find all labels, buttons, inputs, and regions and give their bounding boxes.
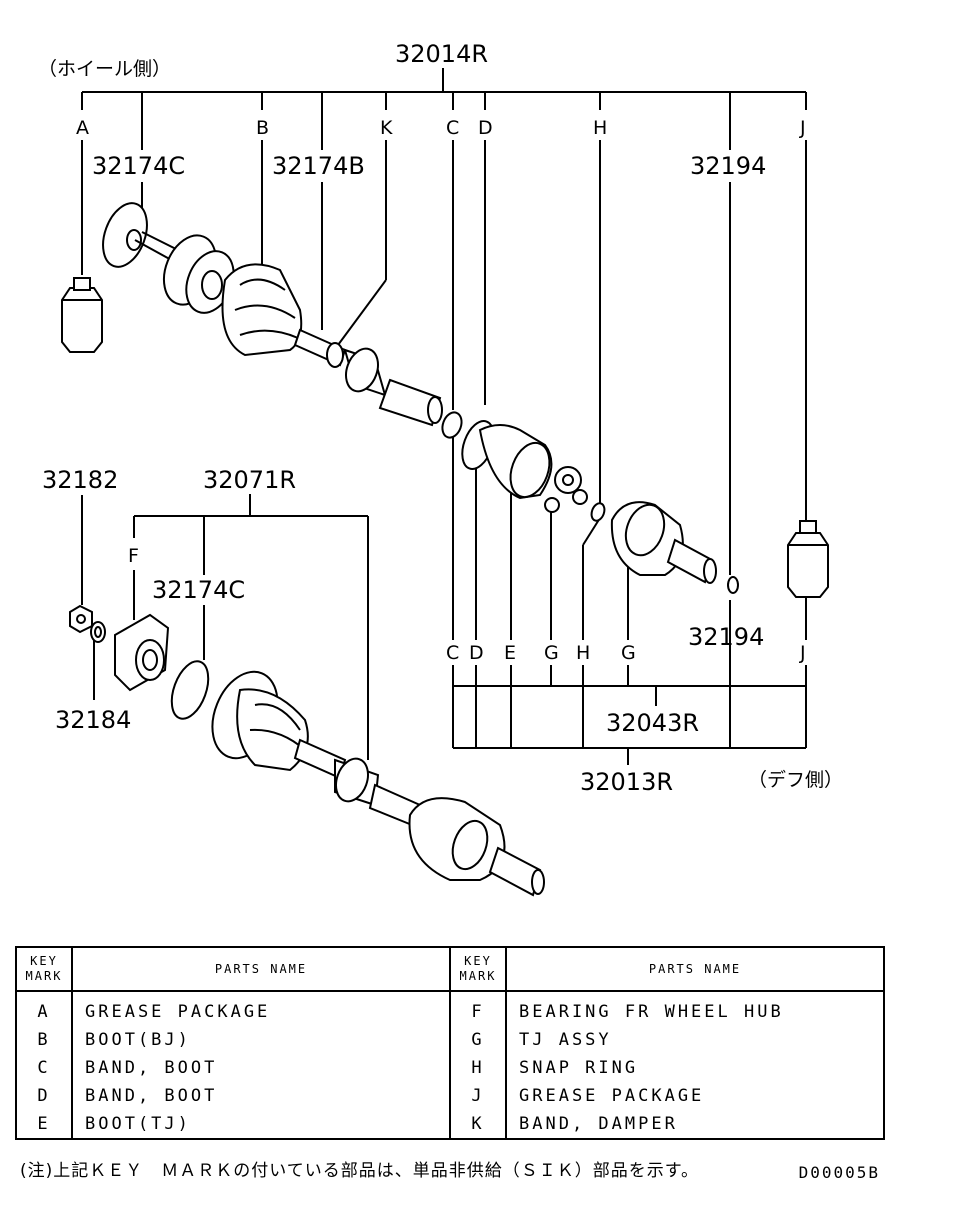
label-32182: 32182	[42, 466, 118, 494]
label-wheel-side: （ホイール側）	[38, 58, 171, 80]
label-32184: 32184	[55, 706, 131, 734]
key-label-D-lower: D	[469, 642, 484, 664]
key-cell: C	[37, 1058, 51, 1078]
key-label-H-lower: H	[576, 642, 590, 664]
key-label-C: C	[446, 117, 459, 139]
key-cell: D	[37, 1086, 51, 1106]
footnote: (注)上記ＫＥＹ ＭＡＲＫの付いている部品は、単品非供給（ＳＩＫ）部品を示す。	[20, 1161, 700, 1181]
key-label-F: F	[128, 545, 139, 567]
name-cell: GREASE PACKAGE	[71, 991, 450, 1026]
name-cell: SNAP RING	[505, 1054, 884, 1082]
name-cell: BAND, BOOT	[71, 1082, 450, 1110]
name-cell: BOOT(TJ)	[71, 1110, 450, 1139]
label-32174B: 32174B	[272, 152, 365, 180]
key-label-B: B	[256, 117, 269, 139]
name-cell: BAND, DAMPER	[505, 1110, 884, 1139]
table-row: A GREASE PACKAGE F BEARING FR WHEEL HUB	[16, 991, 884, 1026]
table-row: B BOOT(BJ) G TJ ASSY	[16, 1026, 884, 1054]
header-parts-name-right: PARTS NAME	[505, 947, 884, 992]
key-cell: K	[449, 1110, 506, 1139]
label-32013R: 32013R	[580, 768, 673, 796]
header-parts-name-left: PARTS NAME	[71, 947, 450, 992]
label-diff-side: （デフ側）	[748, 769, 843, 791]
parts-diagram: （ホイール側） 32014R A B K C D H J 32174C 3217…	[38, 40, 843, 897]
table-row: C BAND, BOOT H SNAP RING	[16, 1054, 884, 1082]
name-cell: GREASE PACKAGE	[505, 1082, 884, 1110]
key-label-G: G	[544, 642, 559, 664]
diagram-code: D00005B	[798, 1163, 880, 1182]
name-cell: BEARING FR WHEEL HUB	[505, 991, 884, 1026]
key-label-A: A	[76, 117, 89, 139]
label-32014R: 32014R	[395, 40, 488, 68]
key-cell: F	[449, 991, 506, 1026]
label-32194: 32194	[690, 152, 766, 180]
key-cell: E	[37, 1114, 51, 1134]
table-row: D BAND, BOOT J GREASE PACKAGE	[16, 1082, 884, 1110]
key-label-D: D	[478, 117, 493, 139]
label-32043R: 32043R	[606, 709, 699, 737]
name-cell: BAND, BOOT	[71, 1054, 450, 1082]
key-cell: H	[449, 1054, 506, 1082]
key-label-G-lower: G	[621, 642, 636, 664]
label-32174C: 32174C	[92, 152, 185, 180]
label-32174C-lower: 32174C	[152, 576, 245, 604]
key-label-J: J	[799, 117, 806, 139]
key-label-E: E	[504, 642, 516, 664]
key-cell: G	[449, 1026, 506, 1054]
key-cell: J	[449, 1082, 506, 1110]
table-row: E BOOT(TJ) K BAND, DAMPER	[16, 1110, 884, 1139]
label-32194-lower: 32194	[688, 623, 764, 651]
key-label-H: H	[593, 117, 607, 139]
key-label-C-lower: C	[446, 642, 459, 664]
name-cell: BOOT(BJ)	[71, 1026, 450, 1054]
label-32071R: 32071R	[203, 466, 296, 494]
key-label-K: K	[380, 117, 393, 139]
key-label-J-lower: J	[799, 642, 806, 664]
key-cell: B	[37, 1030, 51, 1050]
name-cell: TJ ASSY	[505, 1026, 884, 1054]
key-cell: A	[37, 1002, 51, 1022]
